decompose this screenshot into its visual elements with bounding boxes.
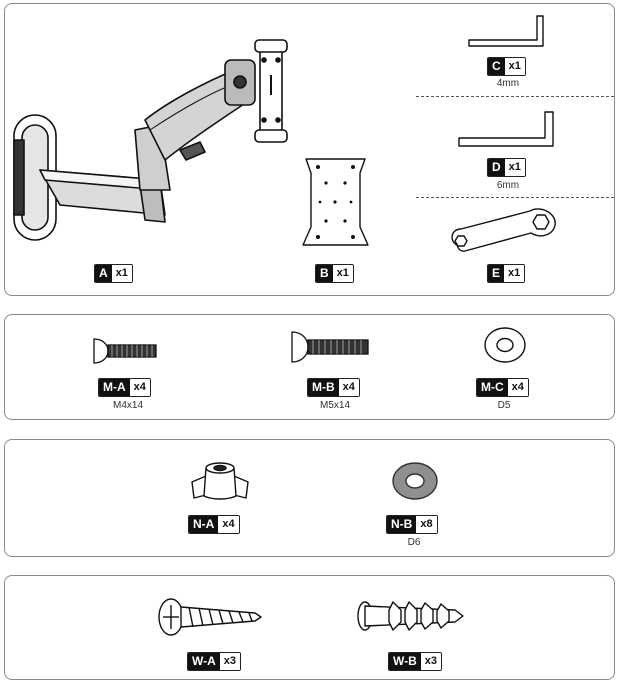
screw-m5-icon — [291, 331, 369, 363]
part-code: N-A — [189, 516, 219, 533]
part-code: C — [488, 58, 505, 75]
part-qty: x3 — [420, 653, 441, 670]
part-qty: x3 — [219, 653, 240, 670]
part-qty: x1 — [504, 159, 525, 176]
part-qty: x4 — [338, 379, 359, 396]
screw-m4-icon — [93, 338, 157, 364]
divider — [416, 197, 614, 198]
part-wb-badge: W-B x3 — [388, 652, 442, 671]
part-b-badge: B x1 — [315, 264, 354, 283]
part-qty: x1 — [111, 265, 132, 282]
part-code: M-A — [99, 379, 130, 396]
wing-nut-icon — [191, 462, 249, 500]
part-na-badge: N-A x4 — [188, 515, 240, 534]
monitor-arm-icon — [13, 39, 288, 241]
part-code: W-A — [188, 653, 220, 670]
part-e-badge: E x1 — [487, 264, 526, 283]
part-nb-spec: D6 — [407, 537, 421, 548]
part-qty: x1 — [332, 265, 353, 282]
washer-d6-icon — [392, 462, 438, 500]
part-qty: x1 — [504, 58, 525, 75]
part-c-spec: 4mm — [496, 78, 520, 89]
part-code: D — [488, 159, 505, 176]
part-code: M-B — [308, 379, 339, 396]
wood-screw-icon — [158, 598, 262, 636]
wall-anchor-icon — [357, 601, 464, 631]
washer-d5-icon — [484, 327, 526, 363]
part-code: A — [95, 265, 112, 282]
part-mc-spec: D5 — [497, 400, 511, 411]
part-qty: x8 — [416, 516, 437, 533]
part-qty: x4 — [218, 516, 239, 533]
part-d-spec: 6mm — [496, 180, 520, 191]
part-a-badge: A x1 — [94, 264, 133, 283]
part-mb-spec: M5x14 — [319, 400, 350, 411]
part-mb-badge: M-B x4 — [307, 378, 360, 397]
part-qty: x1 — [504, 265, 525, 282]
part-wa-badge: W-A x3 — [187, 652, 241, 671]
part-d-badge: D x1 — [487, 158, 526, 177]
part-code: E — [488, 265, 505, 282]
part-code: B — [316, 265, 333, 282]
allen-key-4mm-icon — [468, 15, 544, 47]
part-qty: x4 — [129, 379, 150, 396]
part-nb-badge: N-B x8 — [386, 515, 438, 534]
part-qty: x4 — [507, 379, 528, 396]
part-c-badge: C x1 — [487, 57, 526, 76]
nuts-panel — [4, 439, 615, 557]
part-mc-badge: M-C x4 — [476, 378, 529, 397]
part-code: M-C — [477, 379, 508, 396]
part-code: N-B — [387, 516, 417, 533]
allen-key-6mm-icon — [458, 111, 554, 147]
wall-fixings-panel — [4, 575, 615, 680]
part-ma-badge: M-A x4 — [98, 378, 151, 397]
wrench-icon — [451, 208, 556, 252]
vesa-plate-icon — [302, 158, 369, 246]
divider — [416, 96, 614, 97]
main-components-panel — [4, 3, 615, 296]
part-code: W-B — [389, 653, 421, 670]
part-ma-spec: M4x14 — [112, 400, 143, 411]
